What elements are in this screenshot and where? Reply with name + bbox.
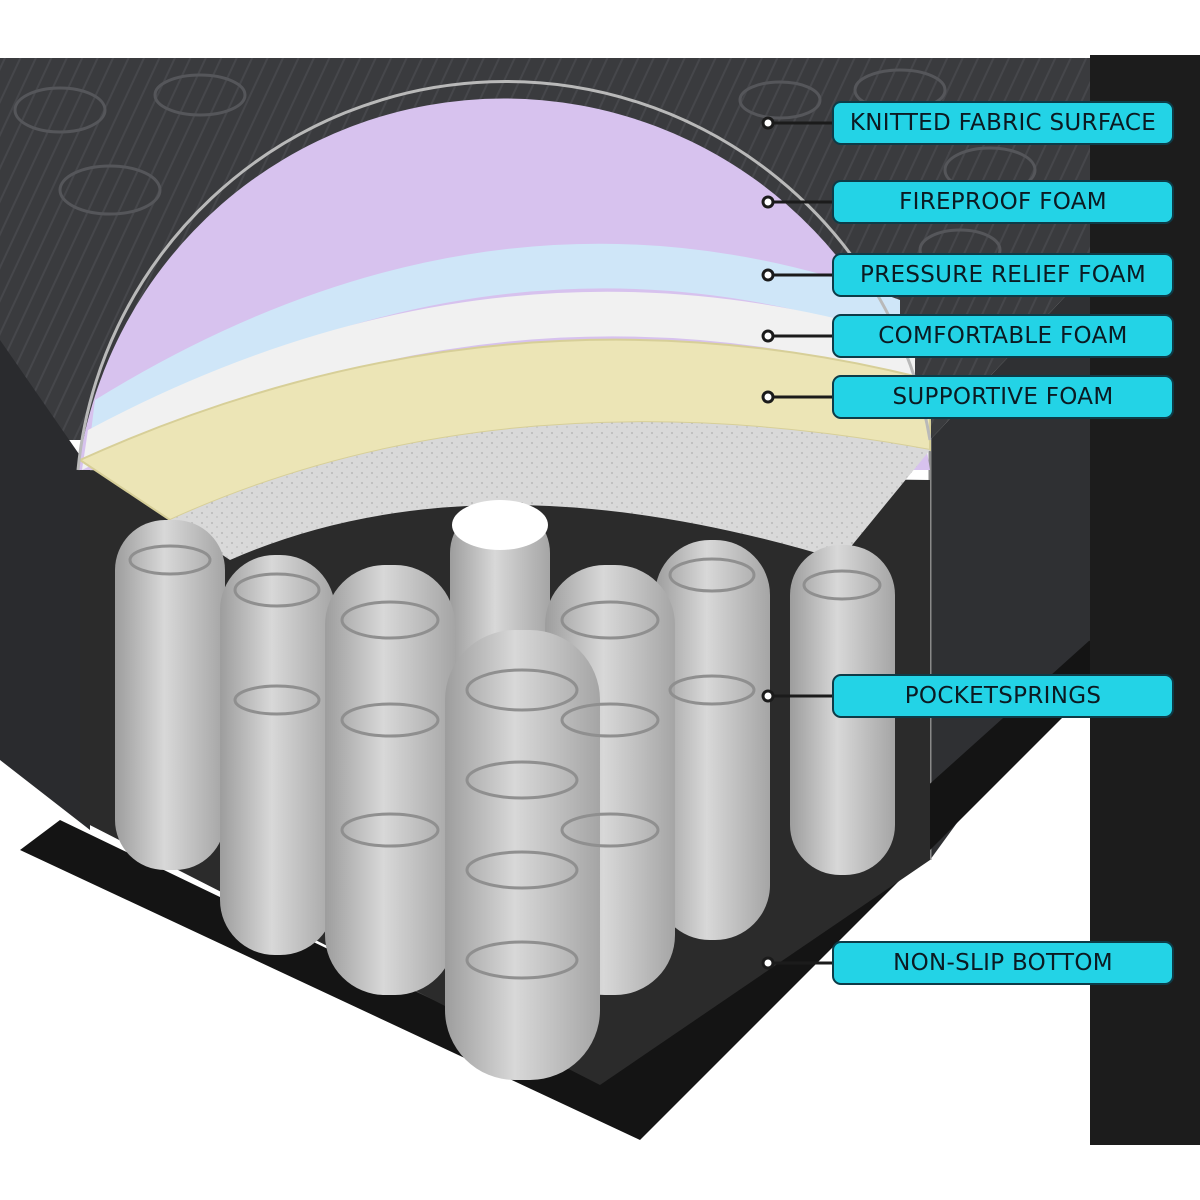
- felt-insulator-layer: [170, 422, 930, 560]
- label-text: PRESSURE RELIEF FOAM: [860, 262, 1146, 288]
- label-comfortable-foam: COMFORTABLE FOAM: [832, 314, 1174, 358]
- label-non-slip-bottom: NON-SLIP BOTTOM: [832, 941, 1174, 985]
- label-text: FIREPROOF FOAM: [899, 189, 1107, 215]
- leader-lines: [761, 116, 832, 970]
- label-knitted-fabric-surface: KNITTED FABRIC SURFACE: [832, 101, 1174, 145]
- label-text: POCKETSPRINGS: [904, 683, 1102, 709]
- pocket-spring: [445, 630, 600, 1080]
- pocket-spring: [220, 555, 335, 955]
- left-side-panel: [0, 340, 90, 830]
- label-text: NON-SLIP BOTTOM: [893, 950, 1113, 976]
- label-text: COMFORTABLE FOAM: [878, 323, 1128, 349]
- pocket-spring: [325, 565, 455, 995]
- pocket-springs: [115, 500, 895, 1080]
- pocket-spring: [655, 540, 770, 940]
- label-text: SUPPORTIVE FOAM: [892, 384, 1114, 410]
- label-pressure-relief-foam: PRESSURE RELIEF FOAM: [832, 253, 1174, 297]
- pressure-relief-foam-layer: [90, 243, 900, 440]
- label-pocketsprings: POCKETSPRINGS: [832, 674, 1174, 718]
- comfortable-foam-layer: [82, 291, 915, 470]
- pocket-spring: [115, 520, 225, 870]
- label-supportive-foam: SUPPORTIVE FOAM: [832, 375, 1174, 419]
- label-text: KNITTED FABRIC SURFACE: [849, 110, 1157, 136]
- label-fireproof-foam: FIREPROOF FOAM: [832, 180, 1174, 224]
